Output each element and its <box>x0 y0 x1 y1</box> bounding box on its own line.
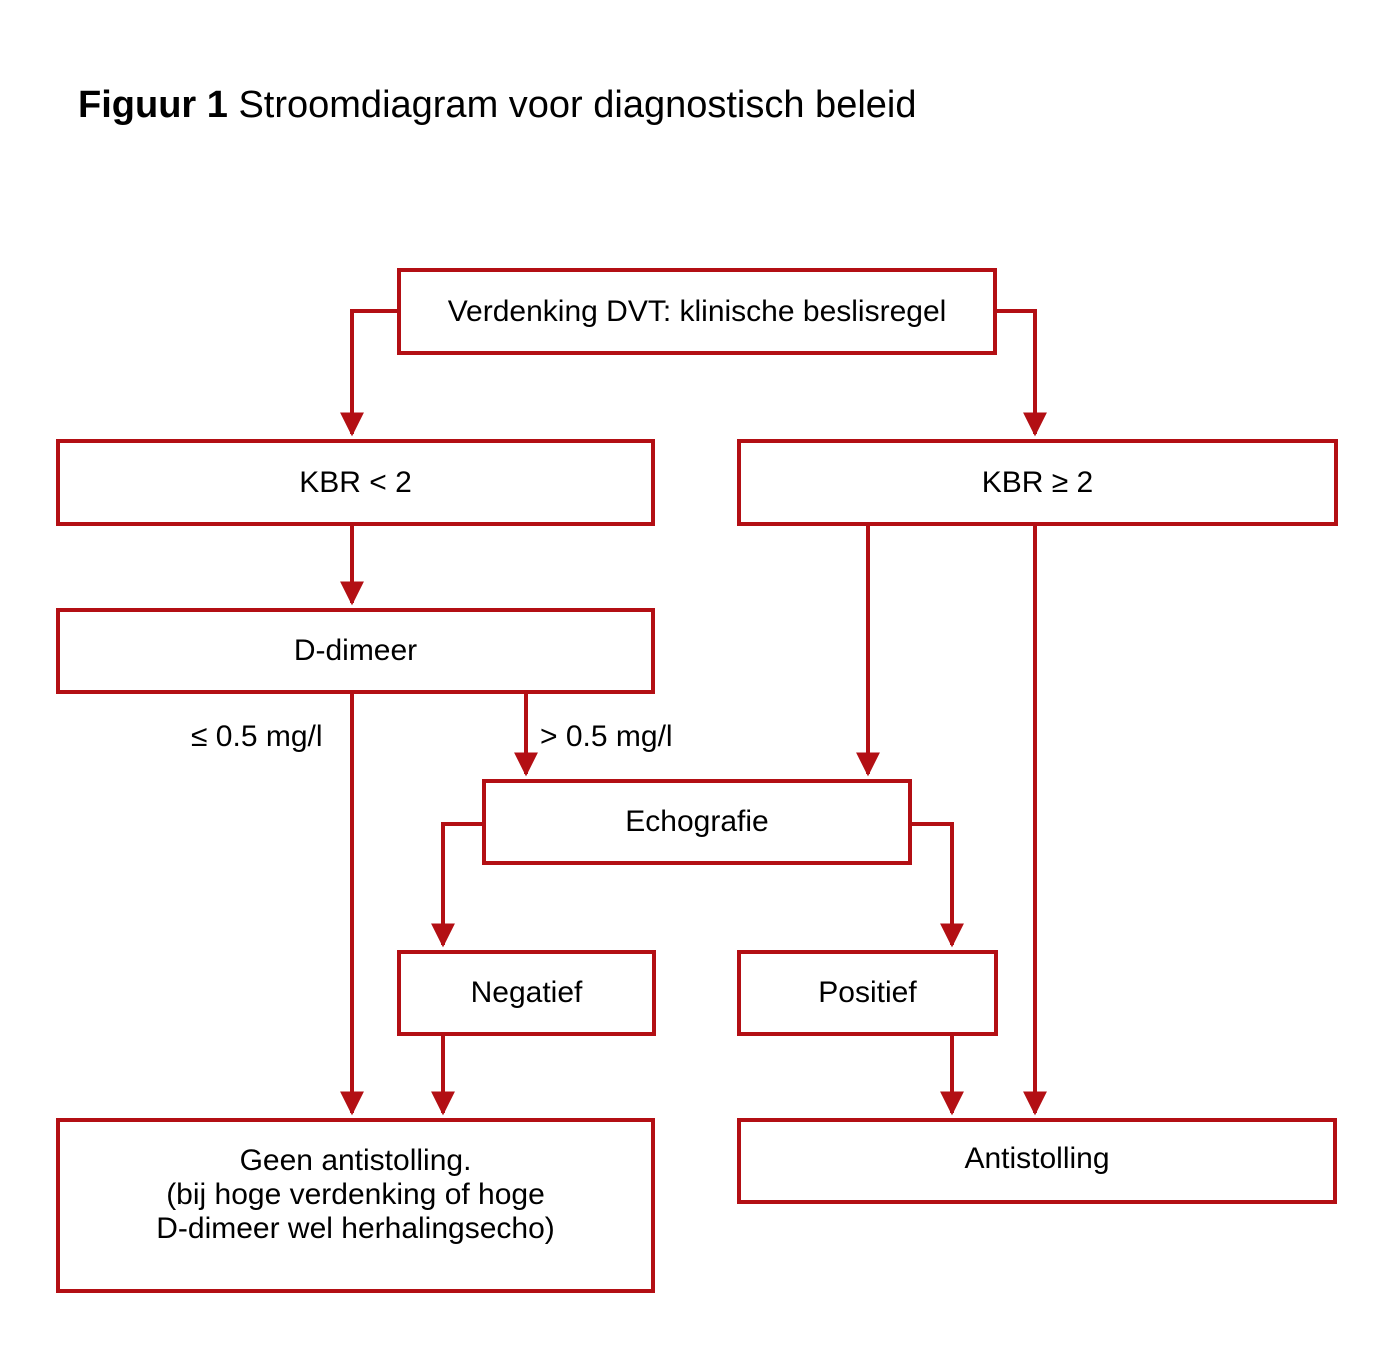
edge-start-to-kbr-high <box>996 309 1047 437</box>
node-echografie-label: Echografie <box>625 805 769 838</box>
edge-echo-to-negative <box>431 822 484 948</box>
figure-number: Figuur 1 <box>78 84 228 126</box>
figure-title: Figuur 1 Stroomdiagram voor diagnostisch… <box>78 84 916 127</box>
node-kbr-high: KBR ≥ 2 <box>737 439 1338 526</box>
edge-echo-to-positive <box>910 822 964 948</box>
node-positive: Positief <box>737 950 998 1036</box>
edge-start-to-kbr-low <box>340 309 399 437</box>
node-ddimer-label: D-dimeer <box>293 634 418 667</box>
node-kbr-high-label: KBR ≥ 2 <box>981 465 1094 499</box>
node-suspicion-dvt-label: Verdenking DVT: klinische beslisregel <box>447 294 947 328</box>
node-negative: Negatief <box>397 950 656 1036</box>
node-kbr-low: KBR < 2 <box>56 439 655 526</box>
node-kbr-low-label: KBR < 2 <box>299 465 412 499</box>
node-no-anticoagulation-line1: Geen antistolling. <box>239 1143 472 1177</box>
edge-label-high-ddimer: > 0.5 mg/l <box>540 720 673 753</box>
node-ddimer: D-dimeer <box>56 608 655 694</box>
node-no-anticoagulation: Geen antistolling. (bij hoge verdenking … <box>56 1118 655 1293</box>
node-no-anticoagulation-line2: (bij hoge verdenking of hoge <box>166 1177 545 1211</box>
node-echografie: Echografie <box>482 779 912 865</box>
node-anticoagulation: Antistolling <box>737 1118 1337 1204</box>
node-anticoagulation-label: Antistolling <box>964 1142 1110 1175</box>
figure-caption: Stroomdiagram voor diagnostisch beleid <box>238 84 917 126</box>
node-positive-label: Positief <box>818 976 917 1009</box>
node-suspicion-dvt: Verdenking DVT: klinische beslisregel <box>397 268 997 355</box>
node-no-anticoagulation-line3: D-dimeer wel herhalingsecho) <box>156 1211 555 1245</box>
edge-label-low-ddimer: ≤ 0.5 mg/l <box>191 720 323 753</box>
node-negative-label: Negatief <box>470 976 583 1009</box>
